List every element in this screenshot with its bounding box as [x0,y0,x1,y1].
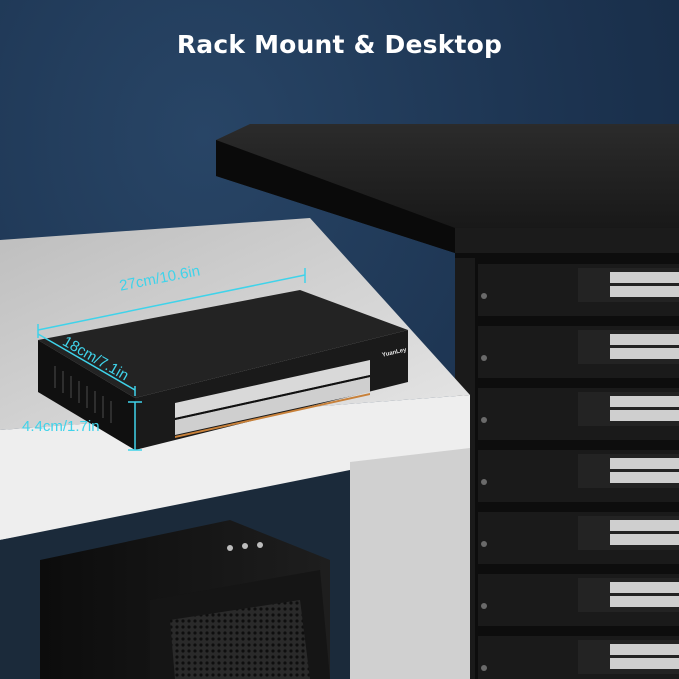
headline: Rack Mount & Desktop [176,30,503,59]
switch-side-vents [54,366,112,423]
switch-port-leds [175,393,370,438]
rack-screw-holes [481,293,487,671]
dimension-guides [37,268,306,451]
dimension-height-label: 4.4cm/1.7in [22,418,100,435]
server-rack [216,124,679,679]
network-switch [38,290,408,450]
rack-port-rows [610,272,679,669]
switch-ethernet-ports [175,360,370,435]
pc-tower [40,520,330,679]
rack-switch-units [478,264,679,679]
